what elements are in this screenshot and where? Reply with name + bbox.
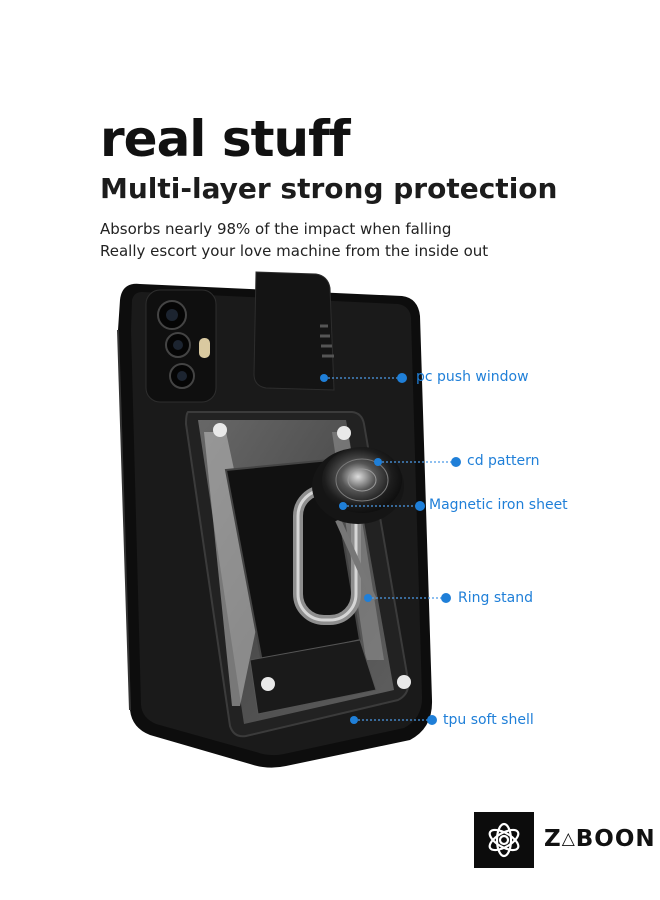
push-window-slider <box>253 271 335 391</box>
cd-pattern-knob <box>312 447 404 524</box>
callout-magnetic-iron-sheet: Magnetic iron sheet <box>429 497 568 513</box>
callout-ring-stand: Ring stand <box>458 590 533 606</box>
callout-pc-push-window: pc push window <box>416 369 529 385</box>
brand-logo <box>474 812 534 868</box>
brand-triangle-icon: △ <box>561 829 576 849</box>
subheadline: Multi-layer strong protection <box>100 172 558 205</box>
callout-lines <box>324 377 456 721</box>
brand-name-end: BOON <box>575 826 656 852</box>
brand-name-start: Z <box>544 826 562 852</box>
callout-tpu-soft-shell: tpu soft shell <box>443 712 534 728</box>
description-line-2: Really escort your love machine from the… <box>100 242 489 260</box>
callout-dots <box>320 373 461 725</box>
description-line-1: Absorbs nearly 98% of the impact when fa… <box>100 220 452 238</box>
brand-name: Z△BOON <box>544 826 656 852</box>
headline: real stuff <box>100 110 351 168</box>
callout-cd-pattern: cd pattern <box>467 453 540 469</box>
flower-knot-logo-icon <box>488 822 520 858</box>
